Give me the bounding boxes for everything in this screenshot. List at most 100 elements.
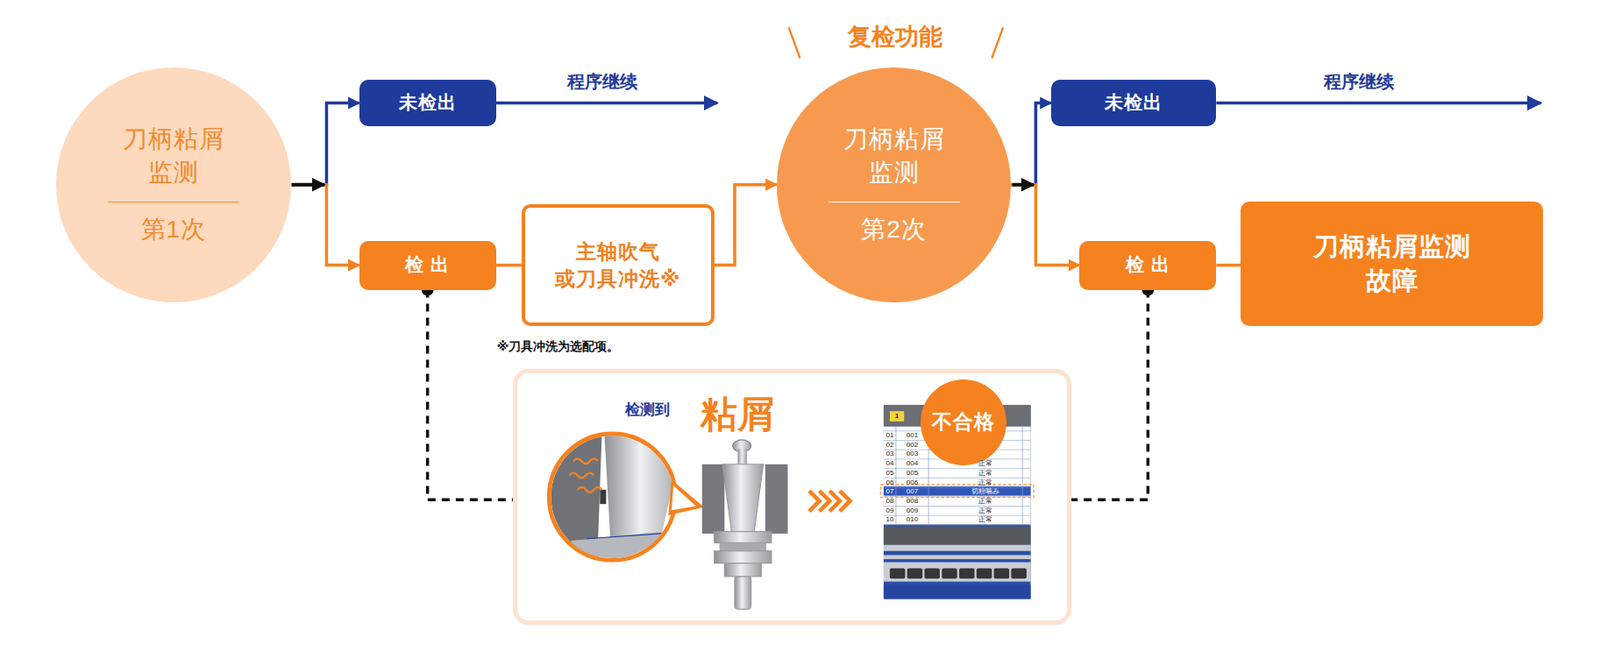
action-box: 主轴吹气 或刀具冲洗※ [521, 204, 715, 328]
footnote: ※刀具冲洗为选配项。 [497, 340, 620, 354]
screen-cell: 004 [906, 460, 918, 469]
chip-wave [573, 458, 598, 464]
screen-cell: 04 [885, 460, 894, 469]
flow-connector [714, 184, 777, 266]
screen-cell: 正常 [978, 469, 993, 477]
screen-tab [889, 411, 904, 422]
holder-nose [724, 563, 761, 577]
flow-connector [291, 103, 360, 185]
screen-cell: 02 [885, 440, 894, 449]
screen-cell: 002 [906, 440, 918, 449]
result-box: 未检出 [359, 79, 497, 128]
section-label: 复检功能 [847, 24, 943, 51]
node-title: 刀柄粘屑监测 故障 [1300, 229, 1484, 299]
flow-arrow [291, 183, 325, 187]
screen-grid [883, 468, 1032, 470]
holder-taper [722, 464, 764, 534]
screen-key [907, 568, 923, 580]
chip-wave [577, 487, 603, 493]
screen-cell: 007 [906, 488, 918, 497]
screen-cell: 003 [906, 450, 918, 459]
screen-keys [889, 568, 1027, 580]
node-title: 检 出 [405, 252, 450, 278]
divider-line [828, 201, 960, 203]
continue-arrow [496, 101, 719, 105]
node-title: 未检出 [1104, 90, 1163, 115]
node-title: 未检出 [398, 90, 457, 115]
screen-grid [883, 477, 1032, 479]
panel-ground [515, 371, 1070, 625]
pull-stud [738, 448, 747, 466]
chip [599, 490, 606, 505]
screen-key [959, 568, 975, 580]
screen-cell: 009 [906, 506, 918, 515]
node-title: 刀柄粘屑 监测 [837, 122, 951, 190]
result-box: 未检出 [1051, 79, 1217, 128]
continue-arrow [1216, 101, 1541, 105]
screen-grid [895, 426, 896, 526]
tool-shank [734, 576, 752, 610]
chevron [829, 490, 840, 512]
screen-cell: 10 [885, 516, 894, 525]
node-title: 不合格 [931, 408, 996, 436]
magnifier-ring [548, 433, 676, 561]
screen-cell: 010 [906, 516, 918, 525]
accent-slash [789, 27, 801, 58]
screen-grid [883, 487, 1032, 489]
result-badge: 不合格 [920, 379, 1007, 466]
divider-line [107, 201, 240, 203]
node-title: 刀柄粘屑 监测 [116, 122, 230, 190]
screen-grid [883, 515, 1032, 517]
recheck-circle: 刀柄粘屑 监测第2次 [776, 67, 1012, 303]
node-subtitle: 第1次 [141, 213, 207, 247]
node-subtitle: 第2次 [860, 213, 927, 247]
screen-stripe [883, 559, 1032, 562]
screen-tab-label: 1 [895, 412, 899, 420]
screen-footer [883, 584, 1032, 599]
screen-key [994, 568, 1010, 580]
screen-cell: 正常 [978, 516, 993, 525]
screen-grid [1022, 426, 1024, 526]
chevron [819, 490, 831, 512]
magnifier-pointer [668, 479, 704, 516]
spindle-block [765, 464, 789, 534]
dashed-leader [427, 290, 514, 501]
result-box: 检 出 [1079, 241, 1216, 291]
screen-cell: 001 [906, 432, 918, 441]
screen-key [976, 568, 992, 580]
screen-stripe [883, 551, 1032, 556]
chevron [839, 490, 851, 512]
result-box: 检 出 [359, 241, 497, 291]
screen-cell: 05 [885, 469, 894, 477]
screen-cell: 09 [885, 506, 894, 515]
screen-cell: 006 [906, 478, 918, 487]
flow-label: 程序继续 [567, 71, 638, 92]
screen-cell: 切粉噛み [971, 488, 1000, 497]
flow-arrow [1012, 183, 1034, 187]
screen-bar [883, 526, 1032, 546]
flow-connector [1010, 103, 1051, 185]
screen-cell: 01 [885, 432, 894, 441]
dashed-leader [1071, 290, 1148, 501]
screen-row-highlight [883, 486, 1032, 497]
holder-groove [719, 542, 768, 551]
spindle-block [702, 464, 726, 534]
node-title: 主轴吹气 或刀具冲洗※ [554, 238, 682, 293]
screen-grid [883, 505, 1032, 507]
accent-slash [991, 27, 1003, 58]
screen-cell: 06 [885, 478, 894, 487]
screen-key [941, 568, 957, 580]
screen-cell: 08 [885, 497, 894, 506]
screen-cell: 008 [906, 497, 918, 506]
screen-cell: 正常 [978, 506, 993, 515]
holder-flange [714, 532, 772, 544]
node-subtitle: 粘屑 [700, 390, 775, 441]
flow-connector [1216, 263, 1241, 268]
flow-connector [1010, 184, 1080, 266]
screen-key [889, 568, 905, 580]
node-title: 检测到 [625, 400, 670, 421]
screen-cell: 03 [885, 450, 894, 459]
screen-cell: 07 [885, 488, 894, 497]
screen-key [924, 568, 939, 580]
chevron [809, 490, 820, 512]
